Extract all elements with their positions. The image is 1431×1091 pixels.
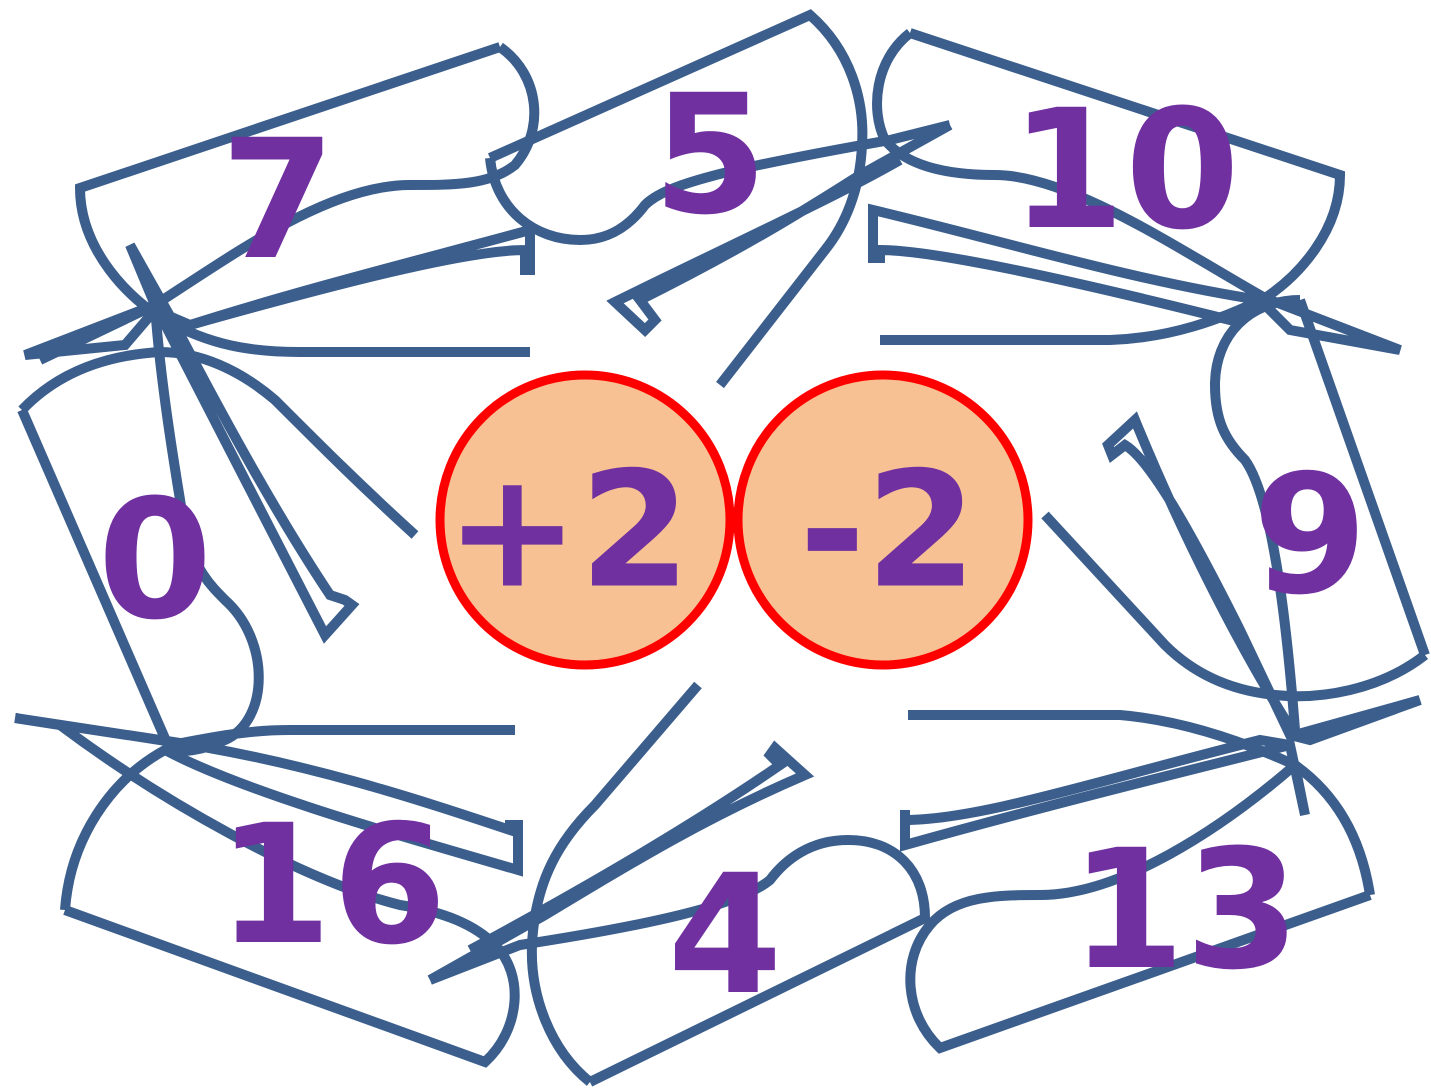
number-9: 9 [1253, 439, 1368, 631]
number-5: 5 [653, 59, 768, 251]
number-16: 16 [217, 789, 447, 981]
number-4: 4 [668, 839, 783, 1031]
operator-plus: +2 [440, 375, 730, 665]
operator-minus-label: -2 [799, 437, 977, 624]
operator-minus: -2 [738, 375, 1028, 665]
operator-plus-label: +2 [445, 437, 690, 624]
number-10: 10 [1010, 74, 1240, 266]
number-7: 7 [221, 104, 336, 296]
number-13: 13 [1070, 814, 1300, 1006]
number-0: 0 [98, 464, 213, 656]
arrow-9 [1045, 300, 1425, 740]
